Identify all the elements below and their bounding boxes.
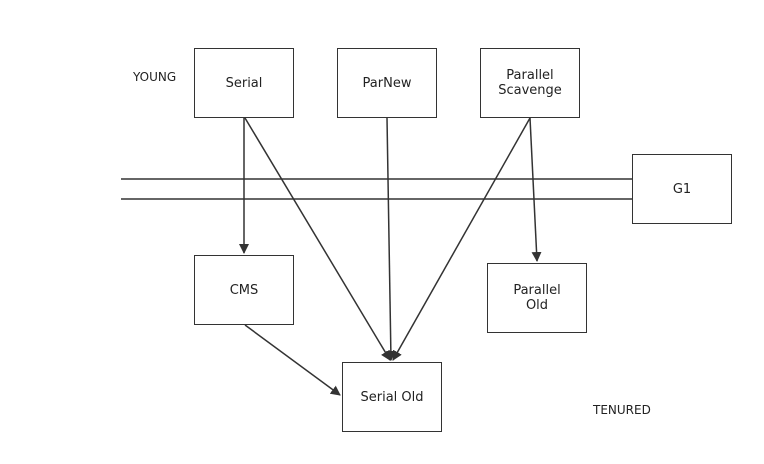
- node-parallel-scavenge: Parallel Scavenge: [480, 48, 580, 118]
- edge-serial-to-serial-old: [244, 117, 391, 361]
- node-serial: Serial: [194, 48, 294, 118]
- node-g1: G1: [632, 154, 732, 224]
- tenured-label: TENURED: [593, 403, 651, 417]
- young-label: YOUNG: [133, 70, 177, 84]
- edge-parallel-scavenge-to-serial-old: [392, 117, 531, 361]
- edge-parnew-to-serial-old: [385, 117, 396, 361]
- node-parnew: ParNew: [337, 48, 437, 118]
- edge-parallel-scavenge-to-parallel-old: [529, 117, 542, 262]
- node-parallel-old: Parallel Old: [487, 263, 587, 333]
- node-serial-old: Serial Old: [342, 362, 442, 432]
- edge-cms-to-serial-old: [244, 324, 341, 396]
- node-cms: CMS: [194, 255, 294, 325]
